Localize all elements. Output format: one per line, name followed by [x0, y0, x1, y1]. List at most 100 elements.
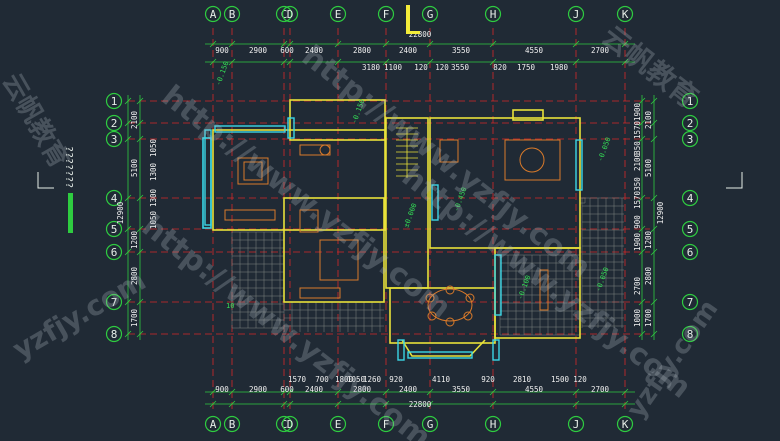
- dim-left-sub: 1050: [149, 210, 158, 229]
- grid-col-top-G-circle: [421, 5, 439, 23]
- dim-top-sub: 120: [435, 63, 449, 72]
- dim-tick: [124, 135, 132, 143]
- grid-row-right-7-circle: [681, 293, 699, 311]
- grid-col-bottom-H-circle: [484, 415, 502, 433]
- dim-bottom-sub: 1500: [551, 375, 570, 384]
- axis-lines: [128, 28, 650, 412]
- dim-top: 2800: [353, 46, 372, 55]
- grid-col-bottom-G-label: G: [427, 418, 434, 431]
- dim-tick: [228, 388, 236, 396]
- dim-bottom-sub: 2810: [513, 375, 532, 384]
- grid-col-top-D-label: D: [287, 8, 294, 21]
- dim-bottom-sub: 1800: [335, 375, 354, 384]
- dim-tick: [124, 298, 132, 306]
- dim-top-sub: 3550: [451, 63, 470, 72]
- level-mark: ±0.000: [402, 202, 418, 229]
- dim-tick: [621, 388, 629, 396]
- grid-col-top-K-circle: [616, 5, 634, 23]
- dim-tick: [124, 225, 132, 233]
- grid-row-right-1-label: 1: [687, 95, 694, 108]
- grid-row-right-2-circle: [681, 114, 699, 132]
- dim-tick: [136, 248, 144, 256]
- dim-tick: [136, 97, 144, 105]
- grid-col-bottom-C-circle: [275, 415, 293, 433]
- grid-col-bottom-G-circle: [421, 415, 439, 433]
- dim-top-sub: 3180: [362, 63, 381, 72]
- grid-col-bottom-A-circle: [204, 415, 222, 433]
- dim-bottom: 3550: [452, 385, 471, 394]
- dim-tick: [426, 400, 434, 408]
- grid-col-top-F-label: F: [383, 8, 390, 21]
- dim-tick: [382, 58, 390, 66]
- grid-col-bottom-F-circle: [377, 415, 395, 433]
- grid-col-top-E-label: E: [335, 8, 342, 21]
- dim-tick: [650, 194, 658, 202]
- dim-tick: [286, 58, 294, 66]
- dim-tick: [426, 40, 434, 48]
- grid-row-left-8-label: 8: [111, 328, 118, 341]
- dim-tick: [209, 400, 217, 408]
- yellow-cursor: [406, 5, 410, 33]
- grid-row-right-7-label: 7: [687, 296, 694, 309]
- dim-tick: [286, 388, 294, 396]
- grid-row-right-8-circle: [681, 325, 699, 343]
- dim-tick: [136, 298, 144, 306]
- dim-tick: [209, 388, 217, 396]
- dim-tick: [489, 58, 497, 66]
- dim-top-sub: 1750: [517, 63, 536, 72]
- dim-bottom-sub: 700: [315, 375, 329, 384]
- dim-tick: [638, 194, 646, 202]
- dim-tick: [638, 248, 646, 256]
- dim-tick: [489, 40, 497, 48]
- level-mark: -0.150: [214, 60, 230, 87]
- dim-right-sub: 1000: [633, 308, 642, 327]
- dim-tick: [650, 330, 658, 338]
- dim-bottom: 2800: [353, 385, 372, 394]
- dim-tick: [209, 40, 217, 48]
- grid-col-bottom-K-circle: [616, 415, 634, 433]
- dim-tick: [489, 400, 497, 408]
- grid-col-bottom-D-circle: [281, 415, 299, 433]
- dim-bottom: 2400: [399, 385, 418, 394]
- dim-right-sub: 1570: [633, 120, 642, 139]
- grid-col-top-B-circle: [223, 5, 241, 23]
- dim-tick: [426, 388, 434, 396]
- grid-row-left-3-circle: [105, 130, 123, 148]
- dim-tick: [638, 298, 646, 306]
- dim-right-sub: 2100: [633, 152, 642, 171]
- dim-tick: [621, 58, 629, 66]
- grid-row-left-4-label: 4: [111, 192, 118, 205]
- grid-row-right-6-circle: [681, 243, 699, 261]
- dim-tick: [334, 388, 342, 396]
- dim-tick: [638, 135, 646, 143]
- dim-top-sub: 820: [493, 63, 507, 72]
- dim-right-sub: 1900: [633, 232, 642, 251]
- grid-row-left-8-circle: [105, 325, 123, 343]
- dim-bottom-sub: 920: [389, 375, 403, 384]
- furniture: [224, 139, 561, 327]
- dim-left: 2100: [130, 110, 139, 129]
- dim-left-sub: 1300: [149, 188, 158, 207]
- dim-right-sub: 350: [633, 141, 642, 155]
- grid-col-top-J-circle: [567, 5, 585, 23]
- grid-row-left-5-circle: [105, 220, 123, 238]
- windows: [204, 117, 583, 361]
- green-bar: [68, 193, 73, 233]
- dim-tick: [334, 400, 342, 408]
- dim-bottom: 900: [215, 385, 229, 394]
- dim-right: 1200: [644, 230, 653, 249]
- grid-row-left-3-label: 3: [111, 133, 118, 146]
- grid-row-right-8-label: 8: [687, 328, 694, 341]
- dim-tick: [650, 298, 658, 306]
- dim-tick: [650, 225, 658, 233]
- grid-col-bottom-E-label: E: [335, 418, 342, 431]
- dim-top: 2400: [399, 46, 418, 55]
- dim-tick: [209, 58, 217, 66]
- grid-row-left-1-circle: [105, 92, 123, 110]
- grid-col-top-A-label: A: [210, 8, 217, 21]
- dim-tick: [638, 330, 646, 338]
